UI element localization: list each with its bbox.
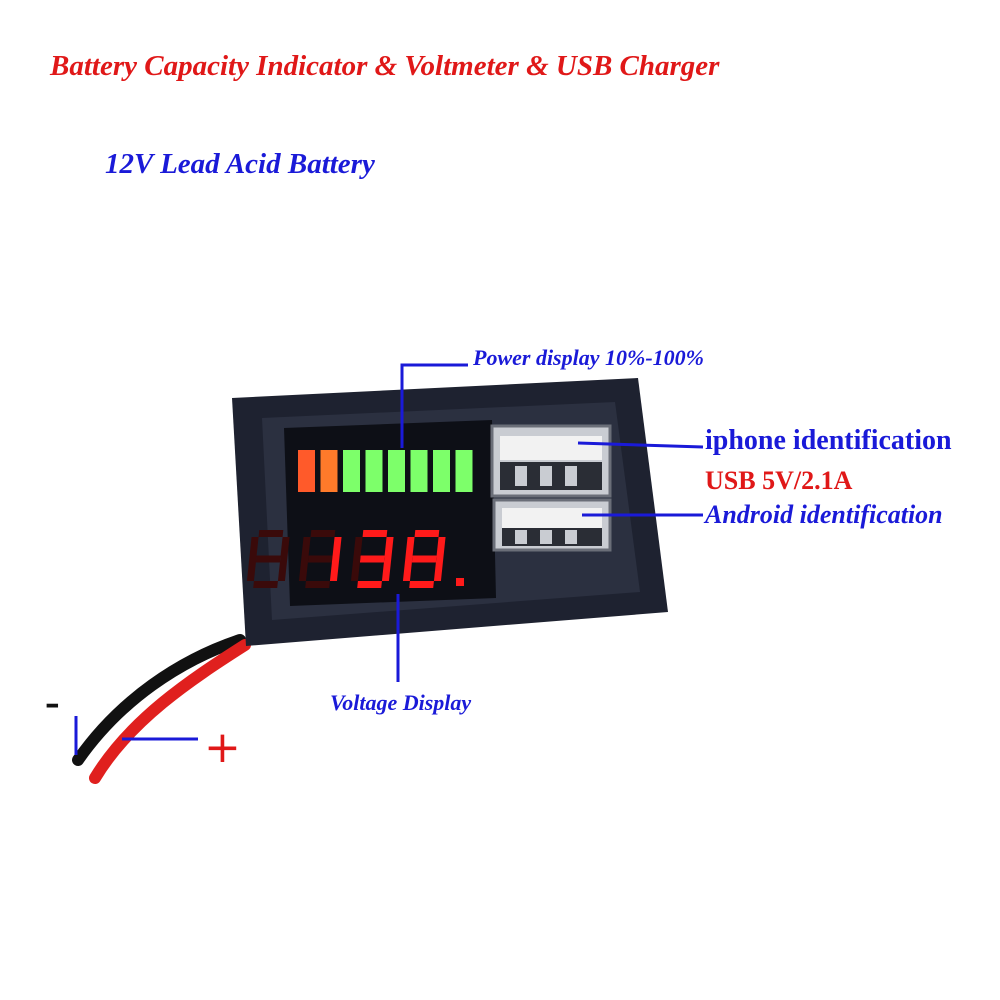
usb-port-top (490, 424, 612, 498)
digit-segment (411, 555, 437, 563)
power-bar-segment (365, 450, 383, 492)
power-display-label: Power display 10%-100% (473, 345, 704, 370)
digit-segment (381, 559, 392, 581)
digit-segment (362, 530, 388, 537)
page-title: Battery Capacity Indicator & Voltmeter &… (50, 50, 720, 82)
digit-segment (255, 555, 281, 563)
decimal-point (456, 578, 464, 586)
usb-port-bottom (492, 498, 612, 552)
battery-type-label: 12V Lead Acid Battery (105, 148, 375, 180)
digit-segment (384, 537, 394, 559)
digit-segment (310, 530, 336, 537)
power-bar-segment (320, 450, 338, 492)
black-wire (72, 634, 246, 766)
power-bar-segment (433, 450, 450, 492)
positive-terminal-label: + (204, 722, 241, 773)
digit-segment (298, 559, 309, 581)
digit-segment (359, 555, 385, 563)
usb-rating-label: USB 5V/2.1A (705, 466, 853, 495)
digit-segment (249, 537, 259, 559)
digit-segment (307, 555, 333, 563)
power-bar-segment (298, 450, 315, 492)
digit-segment (357, 581, 382, 588)
digit-segment (402, 559, 413, 581)
digit-segment (433, 559, 444, 581)
digit-segment (414, 530, 440, 537)
power-bar-group (298, 450, 473, 492)
red-wire (89, 639, 251, 784)
power-bar-segment (455, 450, 473, 492)
android-identification-label: Android identification (705, 500, 943, 529)
digit-segment (350, 559, 361, 581)
digit-segment (353, 537, 363, 559)
power-bar-segment (343, 450, 360, 492)
iphone-pointer-line (577, 441, 704, 449)
digit-segment (436, 537, 446, 559)
digit-segment (280, 537, 290, 559)
digit-segment (246, 559, 257, 581)
digit-segment (258, 530, 284, 537)
digit-segment (409, 581, 434, 588)
voltage-digits (246, 530, 464, 588)
digit-segment (305, 581, 330, 588)
negative-terminal-label: - (45, 677, 60, 726)
digit-segment (332, 537, 342, 559)
digit-segment (277, 559, 288, 581)
power-bar-segment (410, 450, 428, 492)
annotation-lines (74, 363, 704, 755)
power-bar-segment (388, 450, 405, 492)
digit-segment (329, 559, 340, 581)
voltage-display-label: Voltage Display (330, 690, 472, 715)
power-pointer-line (400, 363, 468, 448)
digit-segment (405, 537, 415, 559)
digit-segment (253, 581, 278, 588)
iphone-identification-label: iphone identification (705, 425, 952, 456)
digit-segment (301, 537, 311, 559)
display-window (284, 420, 496, 606)
